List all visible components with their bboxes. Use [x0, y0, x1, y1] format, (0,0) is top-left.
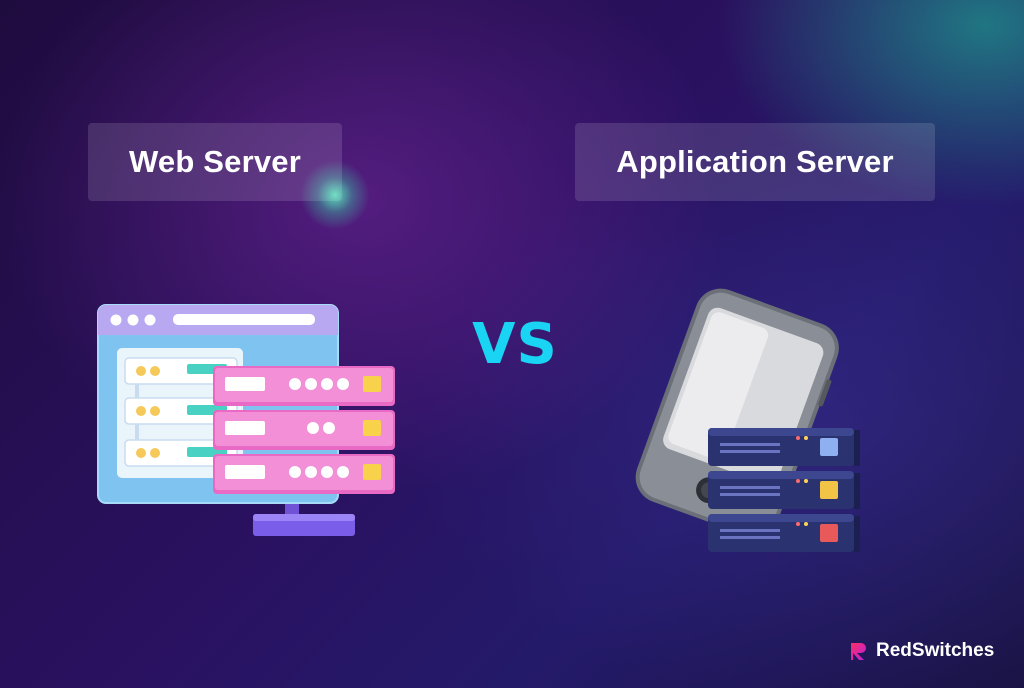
- brand-logo[interactable]: RedSwitches: [848, 638, 994, 664]
- redswitches-logo-icon: [851, 643, 866, 660]
- glow-decoration: [300, 160, 370, 230]
- versus-text: VS: [472, 311, 558, 377]
- application-server-label-box: Application Server: [575, 123, 935, 201]
- web-server-label: Web Server: [128, 144, 301, 179]
- application-server-icon: [635, 288, 860, 552]
- application-server-label: Application Server: [616, 144, 894, 179]
- brand-name: RedSwitches: [876, 640, 995, 661]
- web-server-label-box: Web Server: [88, 123, 342, 201]
- web-server-icon: [97, 304, 395, 536]
